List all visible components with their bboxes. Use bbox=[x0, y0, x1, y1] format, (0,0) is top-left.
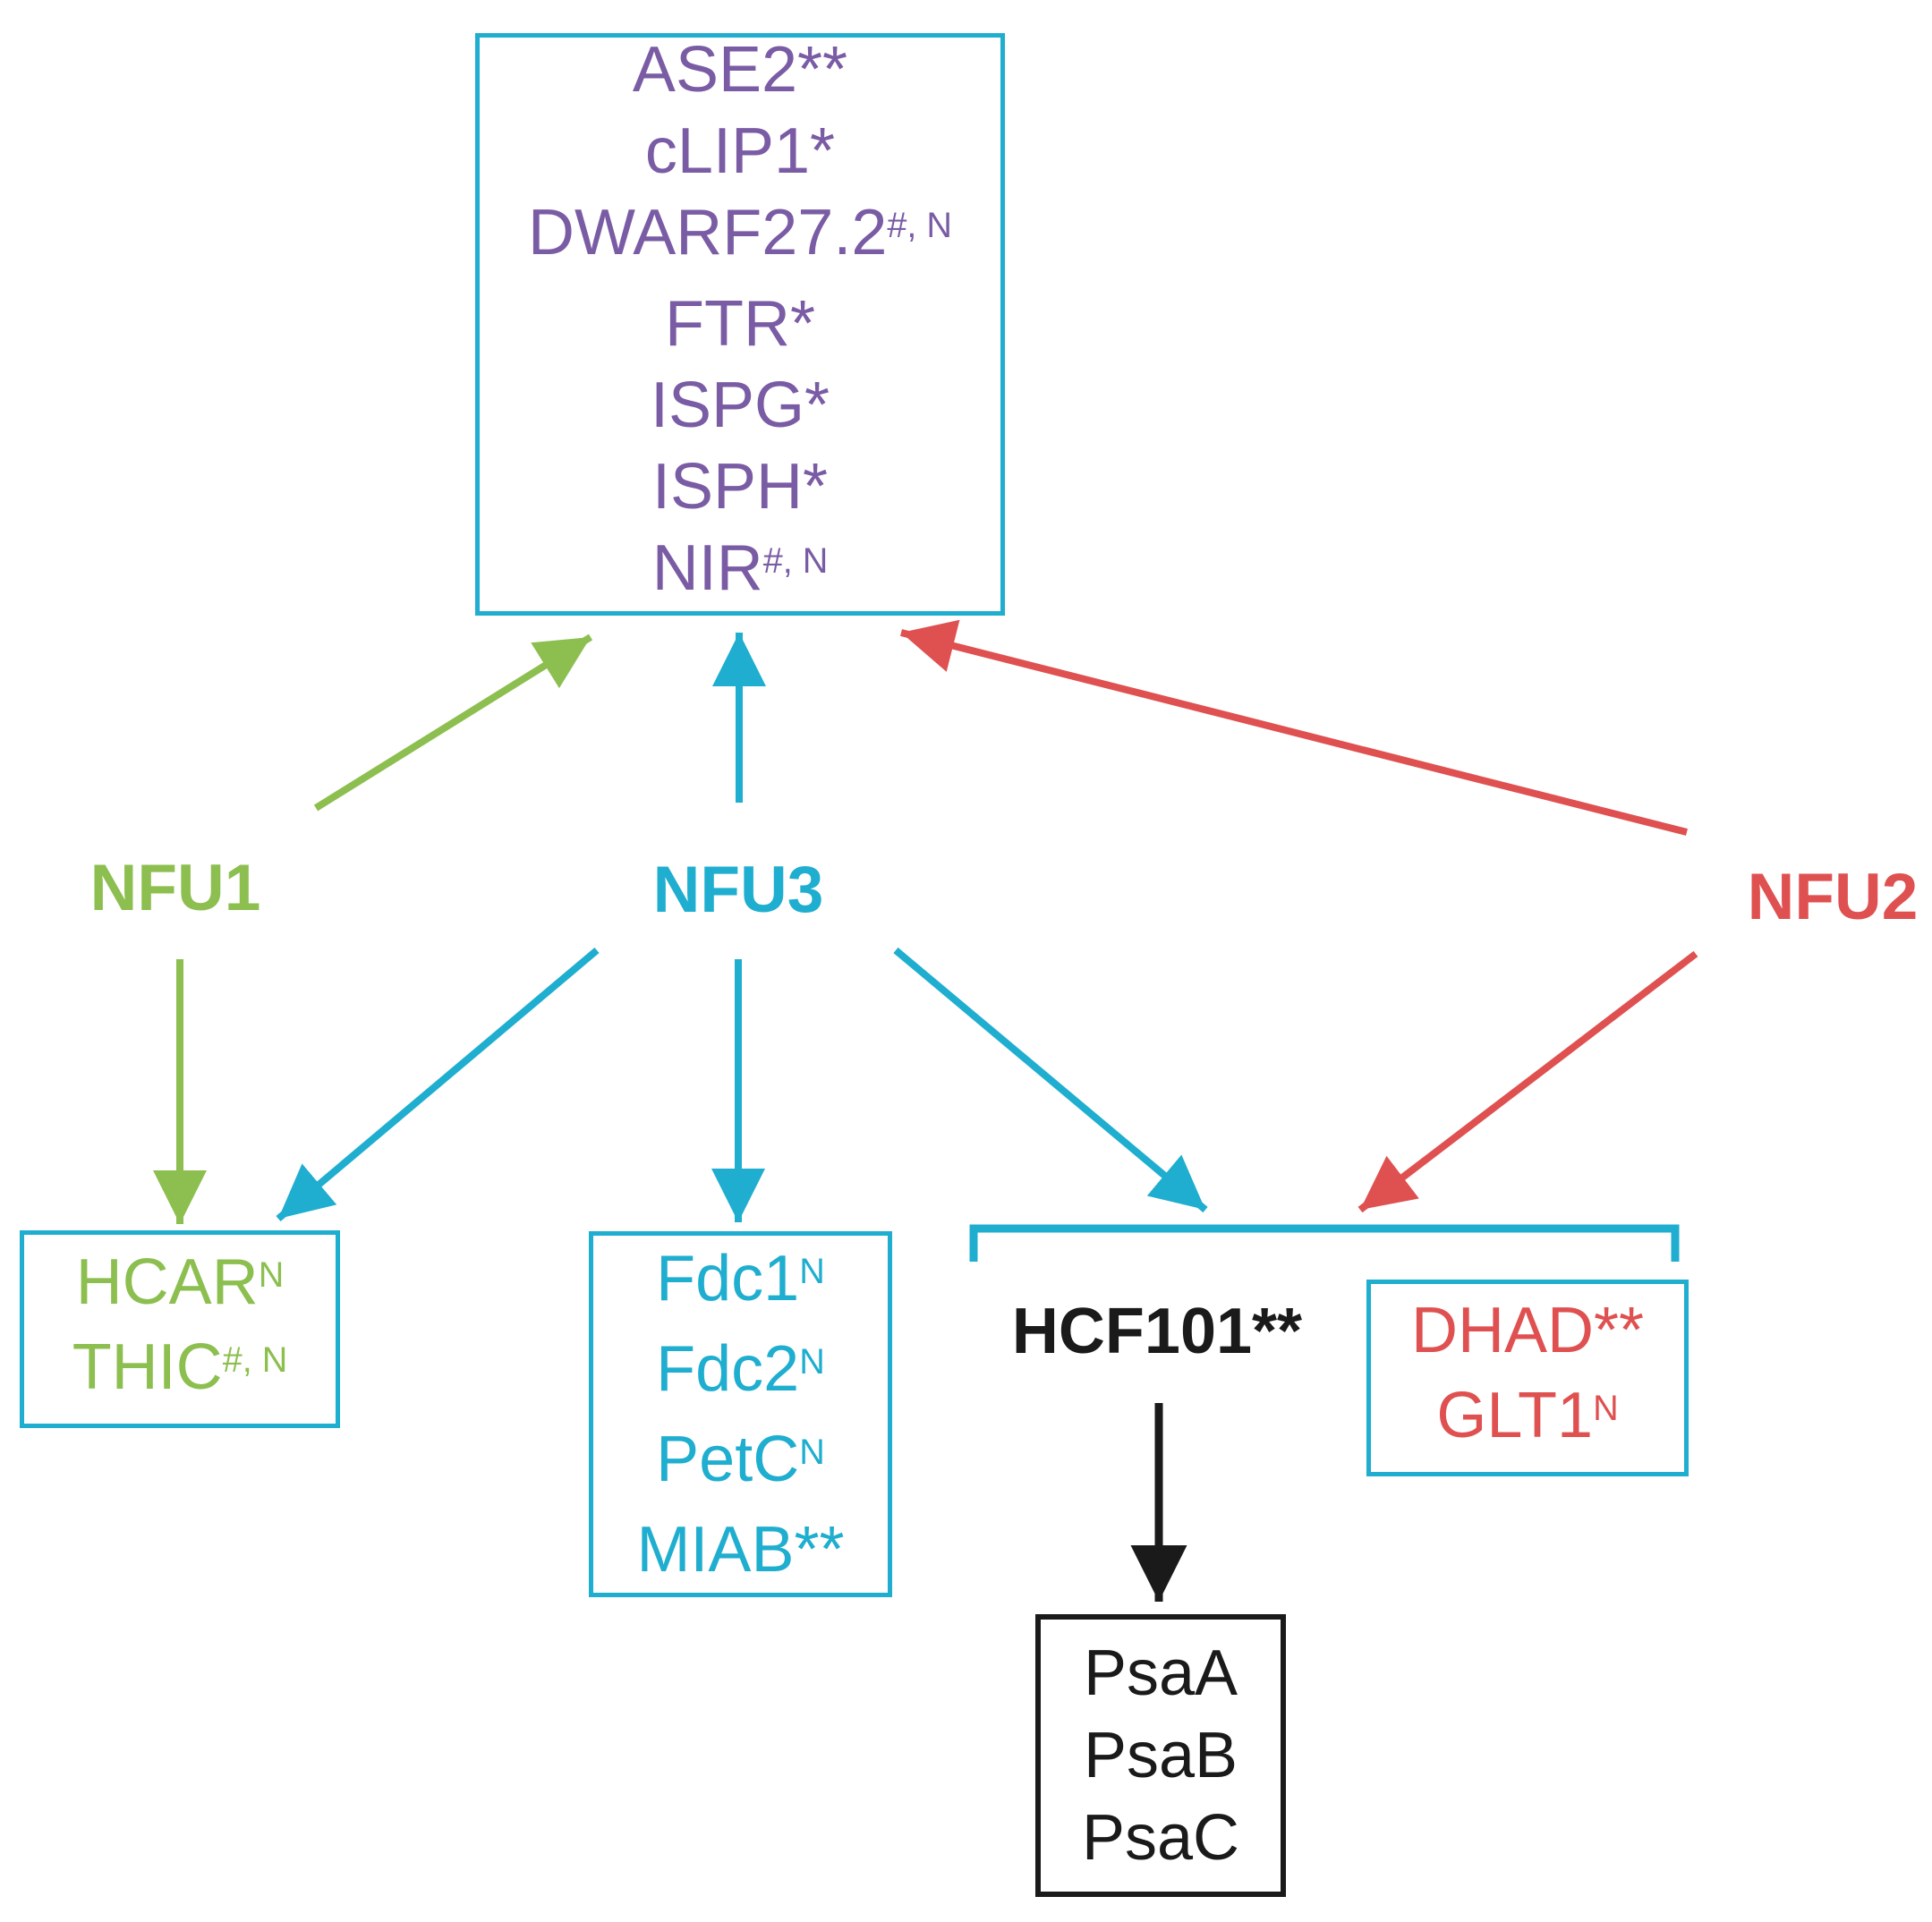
gene-superscript: #, N bbox=[222, 1339, 288, 1380]
gene-psab: PsaB bbox=[1084, 1714, 1238, 1797]
gene-psac: PsaC bbox=[1082, 1797, 1239, 1879]
gene-text: ISPG* bbox=[650, 370, 830, 441]
gene-superscript: #, N bbox=[887, 206, 952, 245]
gene-miab: MIAB** bbox=[636, 1510, 844, 1590]
gene-text: PsaC bbox=[1081, 1802, 1240, 1874]
gene-superscript: N bbox=[799, 1252, 825, 1291]
gene-hcar: HCARN bbox=[76, 1245, 285, 1330]
nfu1-targets-box: HCARN THIC#, N bbox=[20, 1230, 340, 1428]
nfu2-text: NFU2 bbox=[1747, 861, 1919, 933]
nfu3-targets-box: Fdc1N Fdc2N PetCN MIAB** bbox=[589, 1231, 892, 1597]
gene-text: MIAB** bbox=[636, 1514, 845, 1586]
gene-glt1: GLT1N bbox=[1436, 1373, 1618, 1468]
arrow-nfu3-to-hcar-box bbox=[276, 947, 600, 1222]
gene-text: ASE2** bbox=[632, 34, 848, 106]
gene-text: Fdc1 bbox=[656, 1243, 800, 1314]
gene-superscript: N bbox=[258, 1254, 285, 1295]
gene-nir: NIR#, N bbox=[652, 528, 829, 619]
bracket-hcf101-dhad bbox=[969, 1224, 1680, 1262]
gene-text: PsaA bbox=[1083, 1637, 1238, 1709]
nfu2-targets-box: DHAD** GLT1N bbox=[1366, 1280, 1689, 1476]
gene-text: DHAD** bbox=[1410, 1294, 1645, 1366]
gene-dhad: DHAD** bbox=[1411, 1288, 1644, 1373]
arrow-nfu3-to-bracket bbox=[893, 947, 1208, 1213]
nfu1-text: NFU1 bbox=[89, 852, 261, 924]
gene-isph: ISPH* bbox=[652, 446, 828, 528]
gene-text: FTR* bbox=[665, 288, 815, 360]
nfu2-label: NFU2 bbox=[1748, 864, 1919, 930]
gene-ase2: ASE2** bbox=[633, 30, 847, 111]
arrow-nfu1-to-topbox bbox=[313, 634, 593, 812]
nfu1-label: NFU1 bbox=[90, 855, 261, 921]
arrow-nfu2-to-bracket bbox=[1358, 950, 1698, 1213]
gene-text: PsaB bbox=[1083, 1720, 1238, 1791]
gene-superscript: N bbox=[799, 1342, 825, 1382]
gene-superscript: N bbox=[799, 1433, 825, 1472]
gene-text: GLT1 bbox=[1436, 1379, 1594, 1451]
gene-text: THIC bbox=[72, 1331, 223, 1403]
gene-ispg: ISPG* bbox=[651, 365, 830, 446]
gene-fdc1: Fdc1N bbox=[656, 1238, 825, 1329]
gene-petc: PetCN bbox=[656, 1419, 825, 1510]
gene-psaa: PsaA bbox=[1084, 1632, 1238, 1714]
gene-text: PetC bbox=[656, 1424, 800, 1495]
gene-clip1: cLIP1* bbox=[645, 111, 835, 192]
gene-text: ISPH* bbox=[651, 451, 829, 523]
shared-targets-box: ASE2** cLIP1* DWARF27.2#, N FTR* ISPG* I… bbox=[475, 33, 1005, 616]
gene-text: HCAR bbox=[75, 1246, 259, 1318]
gene-text: NIR bbox=[651, 532, 763, 604]
gene-text: HCF101** bbox=[1011, 1296, 1303, 1367]
gene-fdc2: Fdc2N bbox=[656, 1329, 825, 1419]
gene-text: Fdc2 bbox=[656, 1333, 800, 1405]
gene-text: DWARF27.2 bbox=[527, 197, 888, 268]
nfu3-text: NFU3 bbox=[652, 854, 824, 926]
nfu3-label: NFU3 bbox=[653, 857, 824, 923]
gene-superscript: N bbox=[1593, 1388, 1619, 1428]
gene-dwarf27-2: DWARF27.2#, N bbox=[528, 192, 952, 284]
gene-ftr: FTR* bbox=[665, 284, 815, 365]
arrow-nfu2-to-topbox bbox=[900, 619, 1688, 836]
gene-thic: THIC#, N bbox=[72, 1330, 288, 1415]
gene-text: cLIP1* bbox=[644, 115, 836, 187]
gene-hcf101: HCF101** bbox=[1012, 1299, 1302, 1364]
gene-superscript: #, N bbox=[762, 541, 829, 581]
psa-subunits-box: PsaA PsaB PsaC bbox=[1035, 1614, 1286, 1897]
